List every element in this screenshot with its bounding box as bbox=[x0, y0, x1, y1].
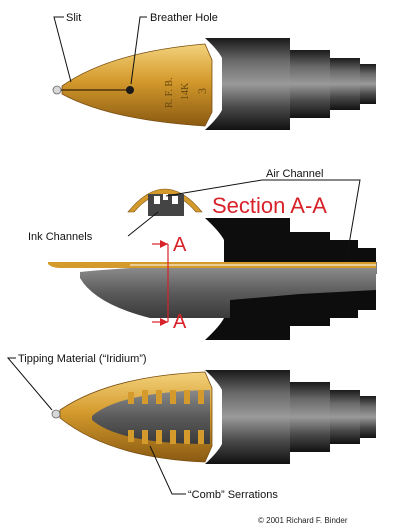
section-line bbox=[152, 240, 169, 326]
comb-serrations bbox=[128, 390, 204, 444]
tipping-leader bbox=[6, 357, 53, 411]
grip-section-top bbox=[205, 38, 376, 130]
breather-hole bbox=[126, 86, 134, 94]
grip-section-bottom bbox=[205, 370, 376, 464]
nib-imprint-size: 3 bbox=[195, 88, 209, 94]
breather-leader bbox=[130, 16, 147, 85]
nib-tip-top bbox=[52, 85, 62, 95]
comb-feed bbox=[92, 390, 210, 444]
section-aa-icon bbox=[127, 188, 203, 216]
air-channel-leader bbox=[165, 179, 361, 263]
breather-hole-label: Breather Hole bbox=[150, 12, 218, 24]
comb-leader bbox=[149, 445, 186, 495]
air-channel-label: Air Channel bbox=[266, 168, 323, 180]
slit-leader bbox=[53, 16, 72, 83]
nib-imprint-karat: 14K bbox=[180, 82, 191, 100]
section-title: Section A-A bbox=[212, 193, 327, 218]
ink-channels-leader bbox=[127, 211, 159, 237]
section-mark-bottom: A bbox=[173, 311, 187, 333]
section-mark-top: A bbox=[173, 234, 187, 256]
bottom-pen: Tipping Material (“Iridium”) “Comb” Serr… bbox=[6, 353, 376, 501]
comb-serrations-label: “Comb” Serrations bbox=[188, 489, 278, 501]
top-pen: R. F. B. 14K 3 Slit Breather Hole bbox=[52, 12, 376, 130]
middle-pen-section: Section A-A A A Air Channel Ink Chann bbox=[28, 168, 377, 340]
gold-nib-top bbox=[61, 43, 213, 127]
feed-body bbox=[80, 268, 376, 318]
tipping-material bbox=[51, 409, 61, 419]
ink-channels-label: Ink Channels bbox=[28, 231, 93, 243]
tipping-material-label: Tipping Material (“Iridium”) bbox=[18, 353, 147, 365]
slit-label: Slit bbox=[66, 12, 81, 24]
copyright-notice: © 2001 Richard F. Binder bbox=[258, 516, 348, 525]
nib-imprint-brand: R. F. B. bbox=[164, 77, 175, 108]
